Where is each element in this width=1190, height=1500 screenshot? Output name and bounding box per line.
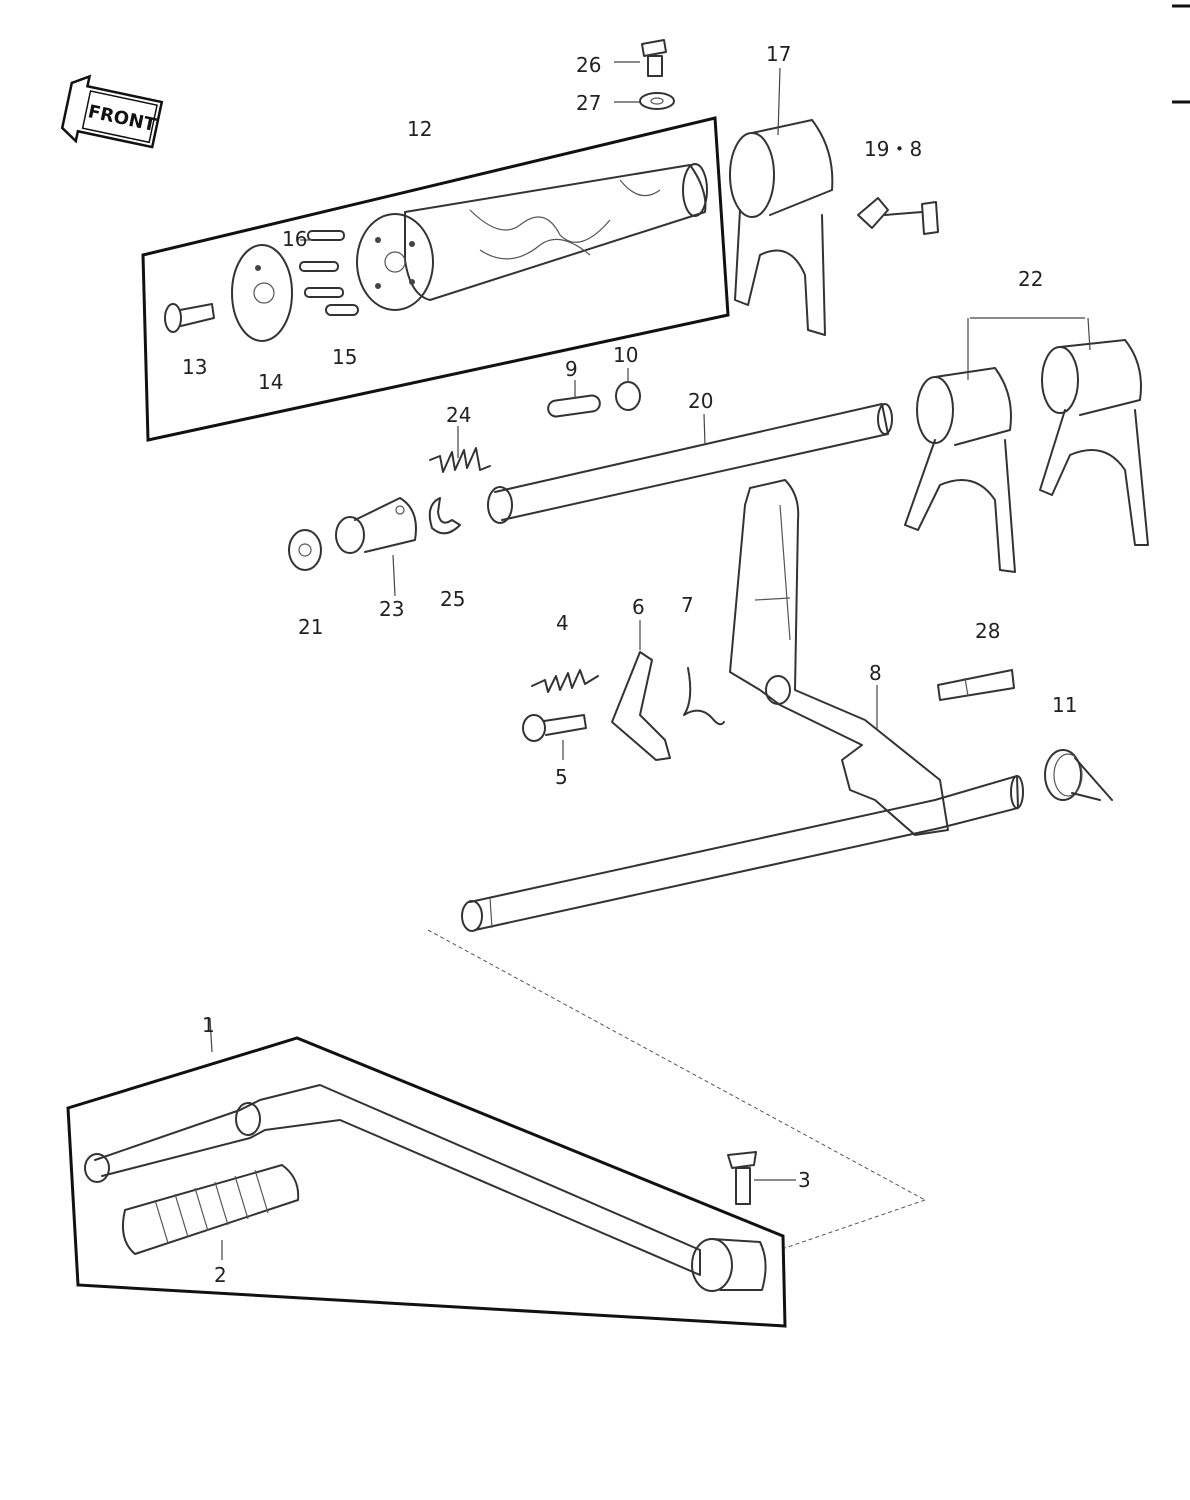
callout-3: 3 xyxy=(798,1168,811,1192)
callout-8: 8 xyxy=(869,661,882,685)
drum-positioner-pin xyxy=(547,394,601,418)
shift-shaft xyxy=(461,775,1024,932)
callout-14: 14 xyxy=(258,370,283,394)
circlip xyxy=(428,497,461,535)
shift-shaft-arm xyxy=(729,479,949,836)
assembly-guide-lines xyxy=(427,929,926,1249)
margin-marks xyxy=(1172,4,1190,104)
callout-22: 22 xyxy=(1018,267,1043,291)
return-spring xyxy=(531,669,599,693)
callout-1: 1 xyxy=(202,1013,215,1037)
callout-16: 16 xyxy=(282,227,307,251)
drum-pin-small xyxy=(325,304,359,316)
pedal-rubber-grip xyxy=(122,1164,300,1255)
positioner-spring xyxy=(429,447,491,473)
shift-fork-pair xyxy=(904,339,1149,573)
pedal-assembly-frame xyxy=(66,1036,787,1328)
callout-13: 13 xyxy=(182,355,207,379)
callout-4: 4 xyxy=(556,611,569,635)
callout-20: 20 xyxy=(688,389,713,413)
drum-pins xyxy=(299,230,345,298)
stopper-stud xyxy=(937,669,1015,701)
spring-hook xyxy=(683,667,725,726)
callout-2: 2 xyxy=(214,1263,227,1287)
fork-shaft-rod xyxy=(487,403,893,524)
shift-drum xyxy=(356,163,708,311)
callout-11: 11 xyxy=(1052,693,1077,717)
callout-10: 10 xyxy=(613,343,638,367)
callout-15: 15 xyxy=(332,345,357,369)
shift-pedal xyxy=(84,1084,767,1292)
drum-screw xyxy=(164,303,215,333)
callout-5: 5 xyxy=(555,765,568,789)
plug-washer xyxy=(639,92,675,110)
lever-nut xyxy=(288,529,322,571)
callout-7: 7 xyxy=(681,593,694,617)
pedal-bolt xyxy=(727,1151,757,1205)
callout-labels: 1 2 3 4 5 6 7 8 9 10 11 12 13 14 15 16 1… xyxy=(182,42,1077,1287)
callout-24: 24 xyxy=(446,403,471,427)
ratchet-arm xyxy=(611,651,671,761)
drum-plate xyxy=(231,244,293,342)
fork-guide-bolt xyxy=(857,197,939,235)
torsion-spring xyxy=(1044,749,1113,801)
small-clip xyxy=(615,381,641,411)
callout-27: 27 xyxy=(576,91,601,115)
callout-28: 28 xyxy=(975,619,1000,643)
callout-21: 21 xyxy=(298,615,323,639)
plug-bolt xyxy=(641,39,667,77)
callout-9: 9 xyxy=(565,357,578,381)
shift-fork-upper xyxy=(729,119,834,336)
callout-23: 23 xyxy=(379,597,404,621)
callout-19-8: 19・8 xyxy=(864,137,922,161)
positioner-lever xyxy=(335,497,417,554)
callout-25: 25 xyxy=(440,587,465,611)
front-direction-badge: FRONT xyxy=(60,74,164,149)
leader-lines xyxy=(209,61,1091,1260)
drum-assembly-frame xyxy=(141,116,730,442)
pivot-bolt xyxy=(522,714,587,742)
callout-6: 6 xyxy=(632,595,645,619)
callout-12: 12 xyxy=(407,117,432,141)
callout-17: 17 xyxy=(766,42,791,66)
callout-26: 26 xyxy=(576,53,601,77)
